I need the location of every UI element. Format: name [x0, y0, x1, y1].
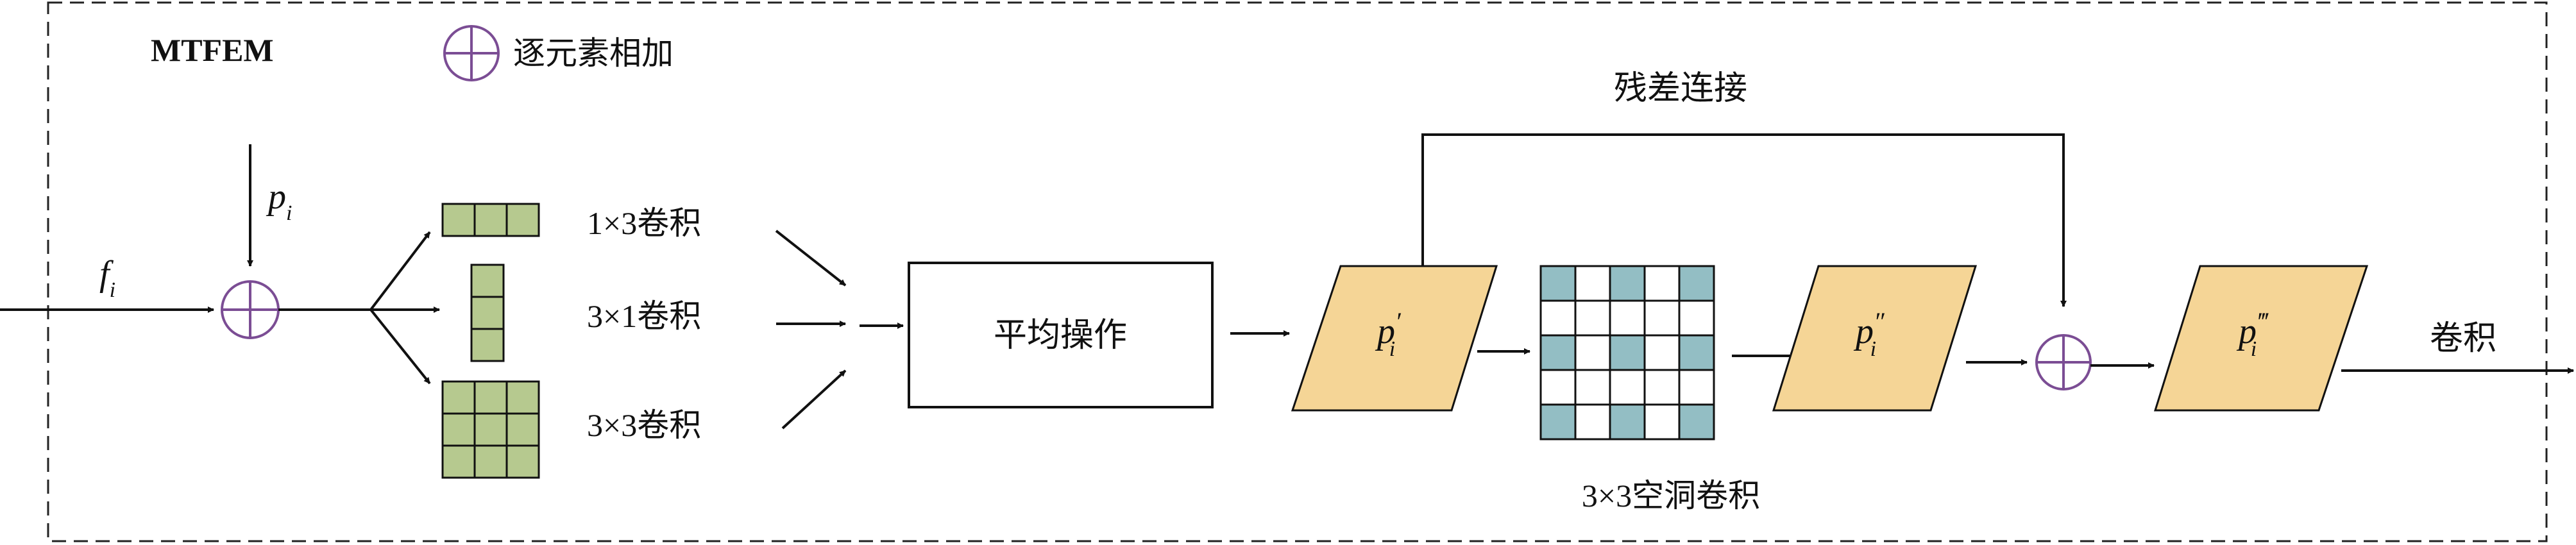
feature-p1-base: p — [1375, 312, 1395, 351]
dilated-cell — [1539, 265, 1577, 302]
dilated-cell — [1678, 334, 1715, 371]
kernel-3x3-cell — [505, 412, 540, 447]
dilated-cell — [1609, 403, 1646, 440]
kernel-3x3-cell — [441, 380, 476, 415]
input-p-sub: i — [286, 201, 292, 225]
svg-text:pi: pi — [266, 177, 292, 225]
feature-p3-prime: ‴ — [2257, 307, 2269, 336]
dilated-cell — [1643, 334, 1681, 371]
input-p-base: p — [266, 177, 286, 217]
module-frame — [47, 1, 2548, 542]
feature-p2-label: p″i — [1853, 307, 1885, 361]
svg-text:fi: fi — [99, 254, 115, 302]
branch-arrow-1 — [369, 231, 431, 311]
kernel-3x3-cell — [441, 444, 476, 479]
feature-p2-prime: ″ — [1874, 307, 1885, 336]
kernel-3x1 — [470, 264, 505, 362]
merge-arrow-1 — [775, 230, 847, 287]
dilated-cell — [1539, 334, 1577, 371]
dilated-cell — [1678, 265, 1715, 302]
input-f-label: fi — [99, 254, 115, 302]
dilated-cell — [1678, 299, 1715, 337]
feature-p1-shape — [1291, 265, 1498, 412]
kernel-3x3-cell — [505, 380, 540, 415]
feature-p3-sub: i — [2251, 337, 2257, 361]
merge-arrow-3 — [781, 369, 847, 430]
feature-p1-label: p′i — [1375, 307, 1402, 361]
kernel-3x3-cell — [473, 380, 508, 415]
feature-p1-sub: i — [1389, 337, 1395, 361]
legend-label: 逐元素相加 — [513, 35, 674, 72]
dilated-conv-grid — [1539, 265, 1715, 440]
feature-p3-label: p‴i — [2236, 307, 2269, 361]
dilated-cell — [1678, 403, 1715, 440]
branch-label-3: 3×3卷积 — [587, 407, 701, 443]
dilated-cell — [1678, 369, 1715, 406]
sum-node-input — [221, 280, 280, 339]
average-box — [908, 262, 1214, 408]
kernel-1x3-cell — [441, 203, 476, 237]
kernel-3x3-cell — [473, 444, 508, 479]
svg-text:p‴i: p‴i — [2236, 307, 2269, 361]
kernel-3x1-cell — [470, 296, 505, 330]
input-f-sub: i — [110, 278, 115, 302]
dilated-cell — [1574, 334, 1611, 371]
dilated-cell — [1643, 369, 1681, 406]
circle-plus-icon — [443, 25, 500, 81]
dilated-cell — [1609, 369, 1646, 406]
dilated-cell — [1609, 299, 1646, 337]
dilated-cell — [1609, 265, 1646, 302]
dilated-cell — [1574, 265, 1611, 302]
output-label: 卷积 — [2430, 319, 2496, 358]
residual-label: 残差连接 — [1614, 69, 1747, 108]
dilated-cell — [1539, 369, 1577, 406]
dilated-cell — [1574, 369, 1611, 406]
dilated-cell — [1574, 299, 1611, 337]
legend: 逐元素相加 — [443, 25, 674, 81]
kernel-1x3 — [441, 203, 540, 237]
sum-node-residual — [2035, 334, 2092, 390]
feature-p2-shape — [1772, 265, 1978, 412]
kernel-3x3-cell — [505, 444, 540, 479]
kernel-3x1-cell — [470, 328, 505, 362]
dilated-cell — [1539, 299, 1577, 337]
dilated-cell — [1609, 334, 1646, 371]
module-title: MTFEM — [151, 32, 274, 68]
dilated-cell — [1643, 299, 1681, 337]
branch-label-1: 1×3卷积 — [587, 205, 701, 241]
feature-p3-base: p — [2236, 312, 2257, 351]
input-p-label: pi — [266, 177, 292, 225]
svg-text:p′i: p′i — [1375, 307, 1402, 361]
dilated-conv-label: 3×3空洞卷积 — [1582, 478, 1760, 514]
residual-path — [1421, 133, 2067, 307]
average-box-label: 平均操作 — [994, 316, 1127, 355]
branch-label-2: 3×1卷积 — [587, 298, 701, 334]
kernel-3x3 — [441, 380, 540, 479]
feature-p1-prime: ′ — [1395, 307, 1402, 336]
feature-p3-shape — [2153, 265, 2369, 412]
kernel-3x1-cell — [470, 264, 505, 298]
dilated-cell — [1643, 403, 1681, 440]
kernel-3x3-cell — [441, 412, 476, 447]
dilated-cell — [1643, 265, 1681, 302]
feature-p2-base: p — [1853, 312, 1874, 351]
feature-p2-sub: i — [1870, 337, 1876, 361]
kernel-3x3-cell — [473, 412, 508, 447]
svg-text:p″i: p″i — [1853, 307, 1885, 361]
dilated-cell — [1574, 403, 1611, 440]
dilated-cell — [1539, 403, 1577, 440]
kernel-1x3-cell — [505, 203, 540, 237]
kernel-1x3-cell — [473, 203, 508, 237]
branch-arrow-3 — [369, 308, 431, 385]
